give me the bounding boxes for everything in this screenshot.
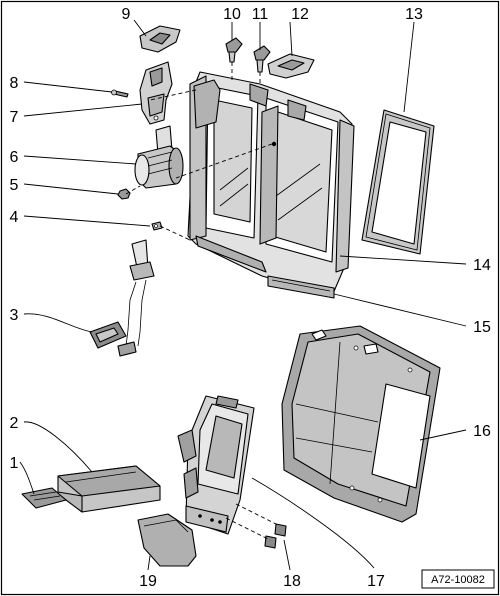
part-3-seat-belt (89, 239, 155, 357)
callout-13: 13 (405, 6, 423, 23)
backrest-frame (187, 71, 355, 297)
part-17-side-bracket (177, 395, 255, 535)
part-6-belt-retractor (134, 125, 184, 189)
part-10-clip (225, 37, 243, 63)
callout-1: 1 (10, 455, 19, 472)
assembly-lines (125, 62, 281, 541)
part-11-clip (253, 45, 271, 73)
callout-3: 3 (10, 307, 19, 324)
callout-5: 5 (10, 177, 19, 194)
part-13-cover-frame (361, 109, 435, 255)
callout-19: 19 (139, 573, 157, 590)
callout-7: 7 (10, 109, 19, 126)
reference-code: A72-10082 (431, 574, 485, 586)
callout-4: 4 (10, 209, 19, 226)
callout-10: 10 (223, 6, 241, 23)
callout-12: 12 (291, 6, 309, 23)
part-8-screw (111, 89, 129, 98)
part-2-armrest (57, 465, 161, 513)
callout-15: 15 (473, 319, 491, 336)
part-19-cover (137, 513, 197, 567)
callout-16: 16 (473, 423, 491, 440)
callout-2: 2 (10, 415, 19, 432)
callout-6: 6 (10, 149, 19, 166)
part-12-cap (267, 53, 315, 79)
callout-17: 17 (367, 573, 385, 590)
part-7-belt-guide-bracket (139, 61, 173, 125)
leader-lines (19, 19, 467, 571)
part-16-cushion (281, 325, 441, 523)
callout-labels: 9 8 7 6 5 4 3 2 1 10 11 12 13 14 15 16 1… (10, 6, 491, 590)
reference-code-box: A72-10082 (421, 569, 495, 589)
callout-11: 11 (252, 6, 269, 23)
callout-8: 8 (10, 75, 19, 92)
part-5-nut (117, 188, 131, 200)
callout-9: 9 (122, 6, 131, 23)
part-1-bracket (21, 487, 67, 509)
part-18-screws (264, 523, 287, 549)
callout-18: 18 (283, 573, 301, 590)
part-15-lower-bar (267, 275, 335, 299)
callout-14: 14 (473, 257, 491, 274)
part-4-screw (151, 221, 163, 231)
part-9-cover-cap (139, 25, 181, 53)
